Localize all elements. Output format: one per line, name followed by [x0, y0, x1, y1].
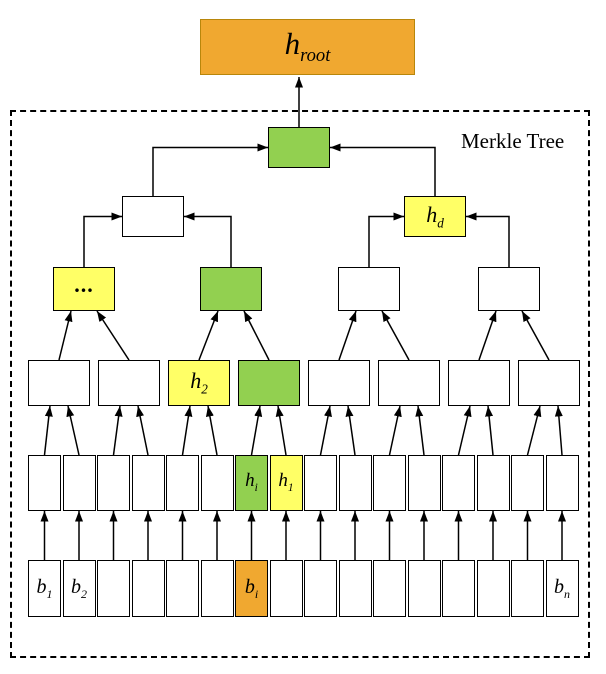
block-cell [373, 560, 406, 617]
merkle-root-node [268, 127, 330, 168]
internal-node [98, 360, 160, 406]
node-b1: b1 [28, 560, 61, 617]
hash-cell [200, 455, 234, 511]
internal-node [378, 360, 440, 406]
node-h2: h2 [168, 360, 230, 406]
block-cell [166, 560, 199, 617]
node-b2: b2 [62, 560, 96, 617]
merkle-tree-frame [10, 110, 590, 658]
block-cell [442, 560, 475, 617]
node-label: b1 [36, 576, 53, 601]
node-label: hd [426, 201, 444, 231]
path-node [238, 360, 300, 406]
hash-cell [442, 455, 475, 511]
node-label: h1 [278, 470, 294, 495]
node-bn: bn [545, 560, 579, 617]
root-hash-box: hroot [200, 19, 415, 75]
hash-cell [166, 455, 199, 511]
root-hash-label: hroot [284, 26, 331, 67]
hash-cell [62, 455, 96, 511]
block-cell [338, 560, 372, 617]
internal-node [518, 360, 580, 406]
block-cell [97, 560, 130, 617]
block-cell [476, 560, 510, 617]
node-label: bn [554, 576, 570, 601]
hash-cell [476, 455, 510, 511]
node-hd: hd [404, 196, 466, 237]
internal-node [478, 267, 540, 311]
node-ellipsis: ... [53, 267, 115, 311]
hash-cell [304, 455, 337, 511]
hash-cell [407, 455, 441, 511]
hash-cell [373, 455, 406, 511]
node-label: ... [74, 272, 94, 297]
node-label: bi [244, 576, 259, 601]
internal-node [448, 360, 510, 406]
hash-cell [545, 455, 579, 511]
node-label: h2 [190, 368, 208, 397]
merkle-tree-title: Merkle Tree [461, 129, 565, 153]
path-node [200, 267, 262, 311]
hash-cell [97, 455, 130, 511]
node-label: b2 [71, 576, 87, 601]
internal-node [28, 360, 90, 406]
block-cell [200, 560, 234, 617]
hash-cell [338, 455, 372, 511]
internal-node [308, 360, 370, 406]
internal-node [338, 267, 400, 311]
hash-cell [131, 455, 165, 511]
node-h1: h1 [269, 455, 303, 511]
block-cell [269, 560, 303, 617]
hash-cell [511, 455, 544, 511]
hash-cell [28, 455, 61, 511]
block-cell [304, 560, 337, 617]
node-hi: hi [235, 455, 268, 511]
internal-node [122, 196, 184, 237]
block-cell [511, 560, 544, 617]
node-bi: bi [235, 560, 268, 617]
block-cell [407, 560, 441, 617]
block-cell [131, 560, 165, 617]
node-label: hi [245, 470, 258, 495]
